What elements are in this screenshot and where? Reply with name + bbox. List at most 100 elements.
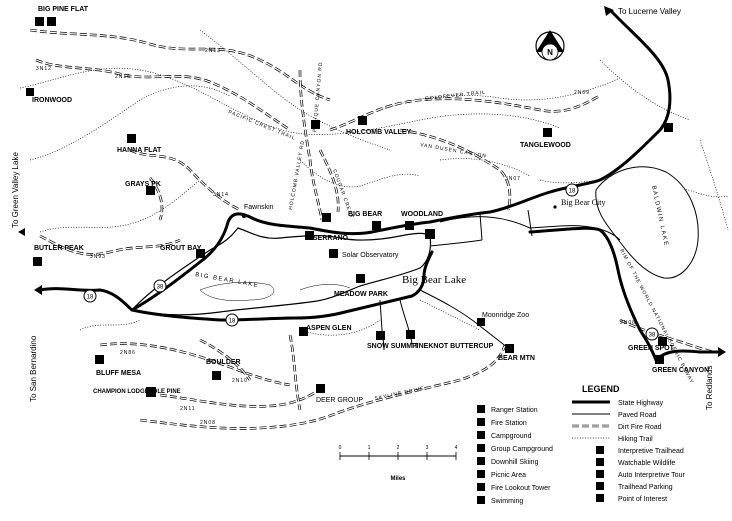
svg-text:Ranger Station: Ranger Station (491, 407, 538, 414)
svg-text:18: 18 (569, 189, 576, 195)
arrow-green-valley-icon (18, 228, 25, 236)
fawnskin-point-icon (241, 213, 247, 219)
state-highways (38, 8, 724, 362)
label-tanglewood: TANGLEWOOD (520, 142, 571, 149)
scale-tick: 0 (339, 445, 342, 451)
scale-tick: 4 (455, 445, 458, 451)
downhill-skiing-icon (477, 457, 485, 465)
label-hanna-flat: HANNA FLAT (117, 147, 162, 154)
campground-icon (543, 128, 552, 137)
interpretive-trailhead-icon (596, 446, 604, 454)
baldwin-lake (595, 166, 699, 279)
route-shield-18-south: 18 (225, 313, 239, 327)
legend-watchable-wildlife: Watchable Wildlife (596, 458, 675, 467)
label-holcomb-valley: HOLCOMB VALLEY (346, 129, 412, 136)
label-meadow-park: MEADOW PARK (334, 291, 388, 298)
svg-text:Group Campground: Group Campground (491, 446, 553, 453)
interpretive-trailhead-icon (405, 221, 414, 230)
legend-hiking-trail: Hiking Trail (572, 436, 653, 443)
arrow-san-bernardino-icon (34, 285, 42, 295)
ranger-station-icon (372, 221, 381, 230)
label-green-spot: GREEN SPOT (628, 345, 675, 352)
label-grout-bay: GROUT BAY (160, 245, 202, 252)
svg-text:Hiking Trail: Hiking Trail (618, 436, 653, 443)
downhill-skiing-icon (376, 331, 385, 340)
legend: LEGEND Ranger Station Fire Station Campg… (477, 384, 685, 505)
map-icons (26, 17, 673, 397)
svg-text:N: N (547, 48, 553, 57)
fire-lookout-tower-icon (477, 483, 485, 491)
svg-text:38: 38 (157, 285, 164, 291)
road-number: 2N06 (620, 320, 636, 326)
label-snow-summit: SNOW SUMMIT (367, 343, 419, 350)
legend-fire-lookout: Fire Lookout Tower (477, 483, 551, 492)
downhill-skiing-icon (505, 344, 514, 353)
dirt-fire-roads (29, 28, 717, 430)
label-green-canyon: GREEN CANYON (652, 367, 709, 374)
legend-interpretive-trailhead: Interpretive Trailhead (596, 446, 684, 455)
label-moonridge-zoo: Moonridge Zoo (482, 312, 529, 319)
label-to-green-valley-lake: To Green Valley Lake (11, 152, 20, 228)
big-bear-lake (130, 227, 432, 316)
label-boulder: BOULDER (206, 359, 241, 366)
road-number: 3N12 (36, 66, 52, 72)
downhill-skiing-icon (406, 330, 415, 339)
road-number: 3N93 (90, 254, 106, 260)
svg-text:Paved Road: Paved Road (618, 412, 657, 419)
label-to-redlands: To Redlands (705, 366, 714, 410)
campground-icon (95, 355, 104, 364)
route-shield-38-east: 38 (645, 327, 659, 341)
campground-icon (658, 337, 667, 346)
legend-group-campground: Group Campground (477, 444, 553, 453)
label-fawnskin: Fawnskin (244, 204, 274, 211)
road-number: 2N08 (200, 420, 216, 426)
label-deer-group: DEER GROUP (316, 397, 363, 404)
label-grays-pk: GRAYS PK (125, 181, 161, 188)
point-of-interest-icon (329, 249, 338, 258)
legend-downhill-skiing: Downhill Skiing (477, 457, 539, 466)
legend-swimming: Swimming (477, 496, 523, 505)
campground-icon (655, 355, 664, 364)
label-pacific-crest-trail: PACIFIC CREST TRAIL (227, 109, 296, 142)
lake-shallows-2 (299, 284, 351, 291)
legend-title: LEGEND (582, 384, 620, 394)
campground-icon (212, 371, 221, 380)
picnic-area-icon (477, 470, 485, 478)
route-shield-18-east: 18 (565, 183, 579, 197)
fire-lookout-tower-icon (146, 387, 156, 397)
route-shield-38-lake: 38 (153, 279, 167, 293)
group-campground-icon (316, 384, 325, 393)
legend-paved-road: Paved Road (572, 412, 657, 419)
label-ironwood: IRONWOOD (32, 97, 72, 104)
picnic-area-icon (356, 274, 365, 283)
svg-text:18: 18 (87, 295, 94, 301)
trailhead-parking-icon (664, 123, 673, 132)
label-holcomb-valley-rd: HOLCOMB VALLEY RD (288, 140, 306, 211)
svg-text:State Highway: State Highway (618, 400, 664, 407)
picnic-area-icon (47, 17, 56, 26)
picnic-area-icon (196, 249, 205, 258)
label-big-bear-city: Big Bear City (561, 198, 605, 207)
road-number: 2N86 (120, 350, 136, 356)
label-big-bear: BIG BEAR (348, 211, 382, 218)
campground-icon (127, 134, 136, 143)
auto-tour-icon (26, 88, 34, 96)
scale-bar: 0 1 2 3 4 Miles (339, 445, 458, 482)
point-of-interest-icon (477, 318, 485, 326)
svg-text:Campground: Campground (491, 433, 532, 440)
road-number: 3N07 (505, 176, 521, 182)
lake-shallows (199, 282, 275, 301)
svg-text:Fire Station: Fire Station (491, 420, 527, 427)
trailhead-parking-icon (596, 482, 604, 490)
swimming-icon (477, 496, 485, 504)
group-campground-icon (146, 186, 155, 195)
legend-picnic-area: Picnic Area (477, 470, 526, 479)
svg-text:18: 18 (229, 319, 236, 325)
label-skyline-drive: SKYLINE DRIVE (374, 386, 425, 402)
legend-dirt-fire-road: Dirt Fire Road (572, 424, 662, 431)
legend-auto-tour: Auto Interpretive Tour (596, 470, 685, 479)
auto-tour-icon (596, 470, 604, 478)
legend-state-highway: State Highway (572, 400, 664, 407)
label-champion-lodgepole-pine: CHAMPION LODGEPOLE PINE (93, 389, 181, 395)
